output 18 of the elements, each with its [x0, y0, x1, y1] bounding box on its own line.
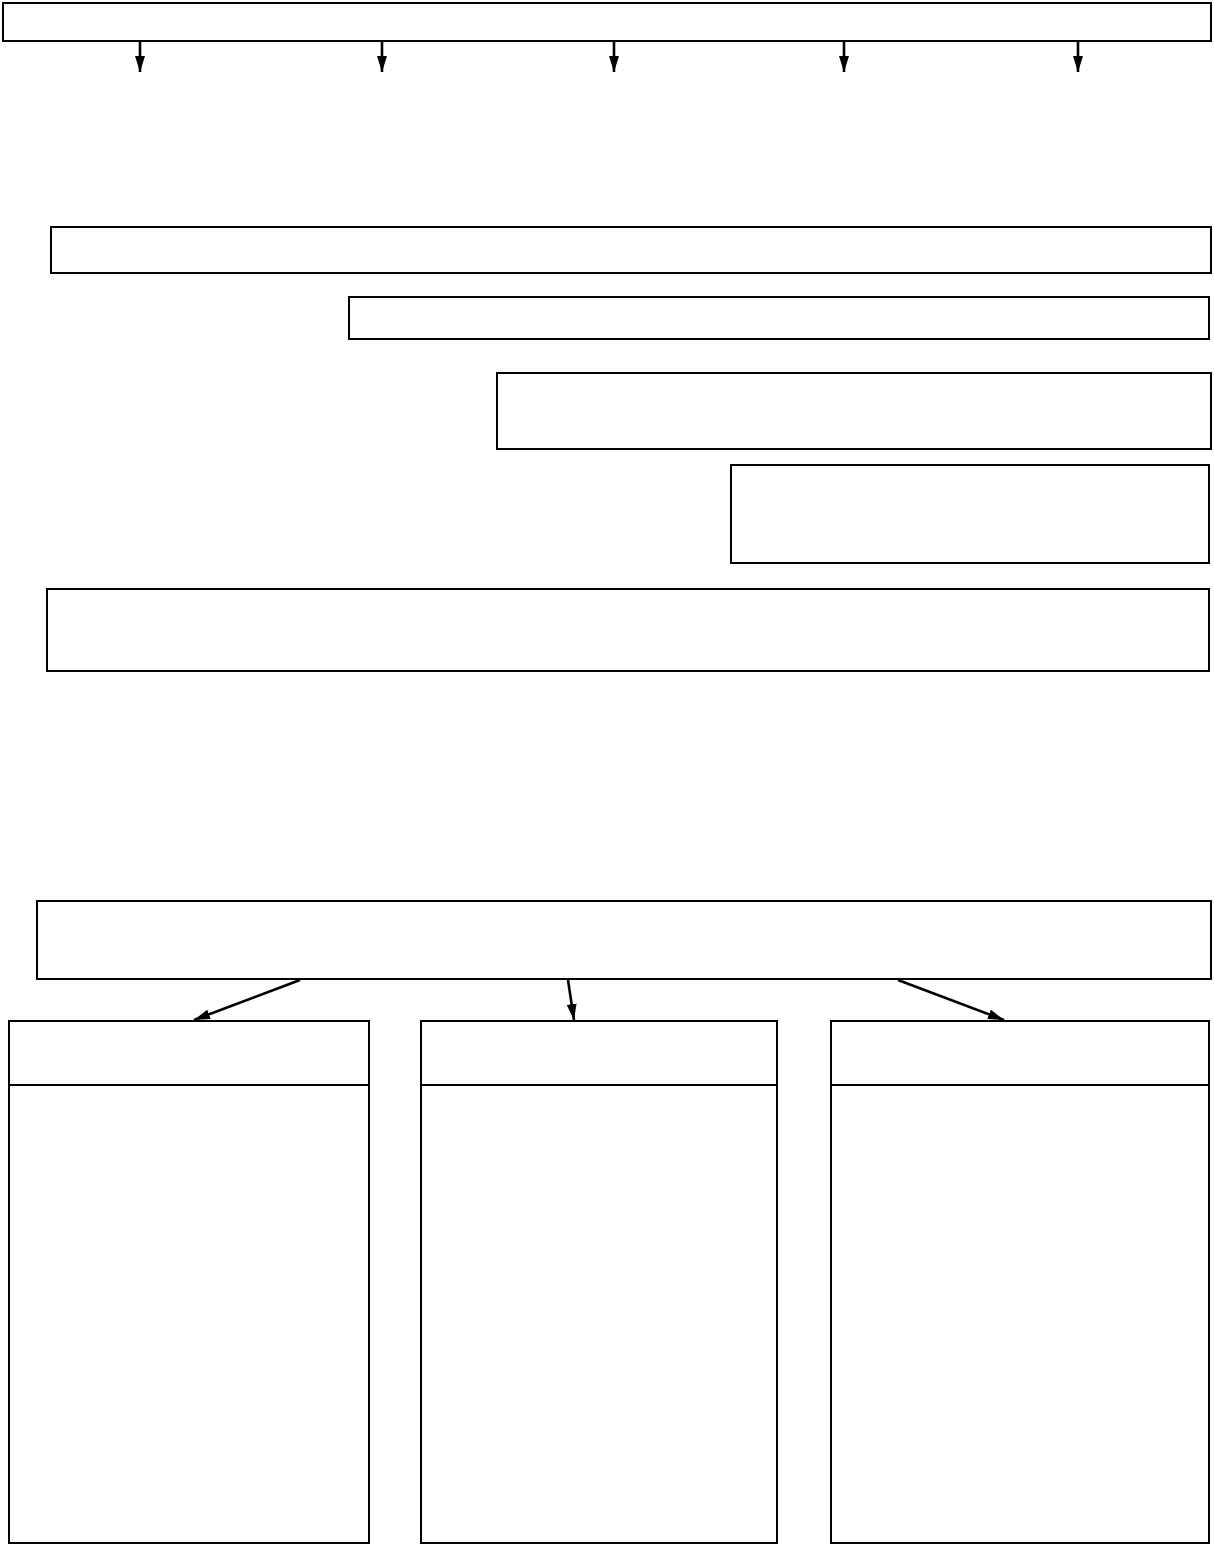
- arrow: [135, 42, 145, 72]
- blank-box: [348, 296, 1210, 340]
- blank-box: [496, 372, 1212, 450]
- arrow: [897, 978, 1005, 1022]
- arrow: [193, 978, 301, 1022]
- blank-box: [730, 464, 1210, 564]
- column-panel: [420, 1020, 778, 1544]
- arrow: [609, 42, 619, 72]
- column-panel: [830, 1020, 1210, 1544]
- blank-box: [46, 588, 1210, 672]
- arrow: [839, 42, 849, 72]
- blank-box: [50, 226, 1212, 274]
- blank-bar: [2, 2, 1212, 42]
- arrow: [377, 42, 387, 72]
- arrow: [566, 979, 577, 1021]
- column-panel: [8, 1020, 370, 1544]
- blank-box: [36, 900, 1212, 980]
- arrow: [1073, 42, 1083, 72]
